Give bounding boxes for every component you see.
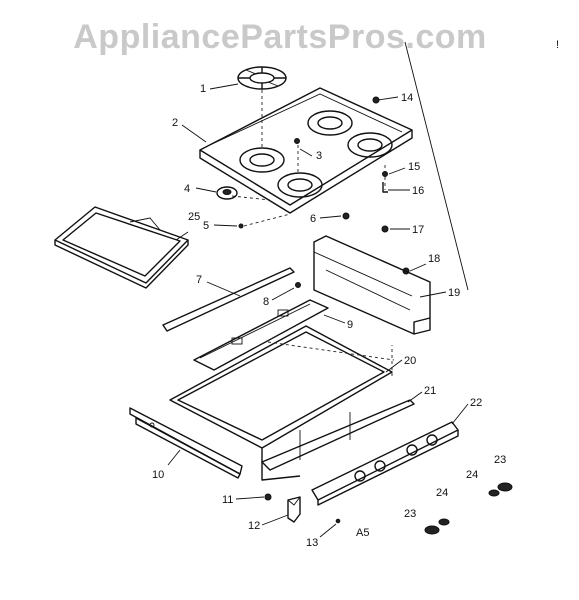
callout-6: 6 (310, 213, 316, 225)
assembly-line-screw-5 (243, 213, 291, 227)
part-side-rail (129, 407, 243, 479)
callout-9: 9 (347, 319, 353, 331)
part-control-panel (311, 421, 459, 506)
part-knob-pair-left (424, 518, 450, 535)
callout-14: 14 (401, 92, 413, 104)
part-drip-tray (54, 206, 189, 289)
part-lower-trim (261, 399, 415, 471)
part-burner-box (169, 325, 395, 481)
callout-16: 16 (412, 185, 424, 197)
callout-18: 18 (428, 253, 440, 265)
part-insert-4 (216, 186, 238, 200)
part-screw-5 (238, 223, 244, 229)
part-clip-16 (382, 182, 388, 193)
callout-5: 5 (203, 220, 209, 232)
callout-25: 25 (188, 211, 200, 223)
part-side-trim (162, 267, 295, 332)
callout-23-left: 23 (404, 508, 416, 520)
callout-15: 15 (408, 161, 420, 173)
part-bracket (287, 496, 301, 523)
corner-mark: ! (556, 39, 559, 51)
callout-17: 17 (412, 224, 424, 236)
part-screw-11 (264, 493, 272, 501)
part-rear-panel (313, 235, 431, 335)
callout-7: 7 (196, 274, 202, 286)
callout-4: 4 (184, 183, 190, 195)
part-clip-15 (382, 171, 388, 177)
callout-13: 13 (306, 537, 318, 549)
part-burner-grate (237, 66, 287, 90)
diagram-code: A5 (356, 527, 369, 539)
callout-11: 11 (222, 494, 233, 506)
callout-23-right: 23 (494, 454, 506, 466)
callout-1: 1 (200, 83, 206, 95)
part-screw-13 (335, 518, 341, 524)
part-screw-8 (295, 282, 301, 288)
guide-line-right (404, 41, 469, 291)
callout-24-left: 24 (436, 487, 448, 499)
callout-10: 10 (152, 469, 164, 481)
part-knob-pair-right (488, 482, 513, 497)
callout-22: 22 (470, 397, 482, 409)
callout-24-right: 24 (466, 469, 478, 481)
leader-lines (167, 83, 469, 538)
part-cooktop (199, 87, 413, 214)
part-front-rail (193, 299, 329, 371)
callout-2: 2 (172, 117, 178, 129)
callout-12: 12 (248, 520, 260, 532)
watermark: AppliancePartsPros.com (73, 18, 487, 56)
callout-19: 19 (448, 287, 460, 299)
callout-21: 21 (424, 385, 436, 397)
assembly-line-knob (231, 195, 271, 201)
callout-8: 8 (263, 296, 269, 308)
part-screw-17 (381, 225, 389, 233)
part-screw-3 (294, 138, 300, 144)
part-screw-6 (342, 212, 350, 220)
callout-20: 20 (404, 355, 416, 367)
callout-3: 3 (316, 150, 322, 162)
